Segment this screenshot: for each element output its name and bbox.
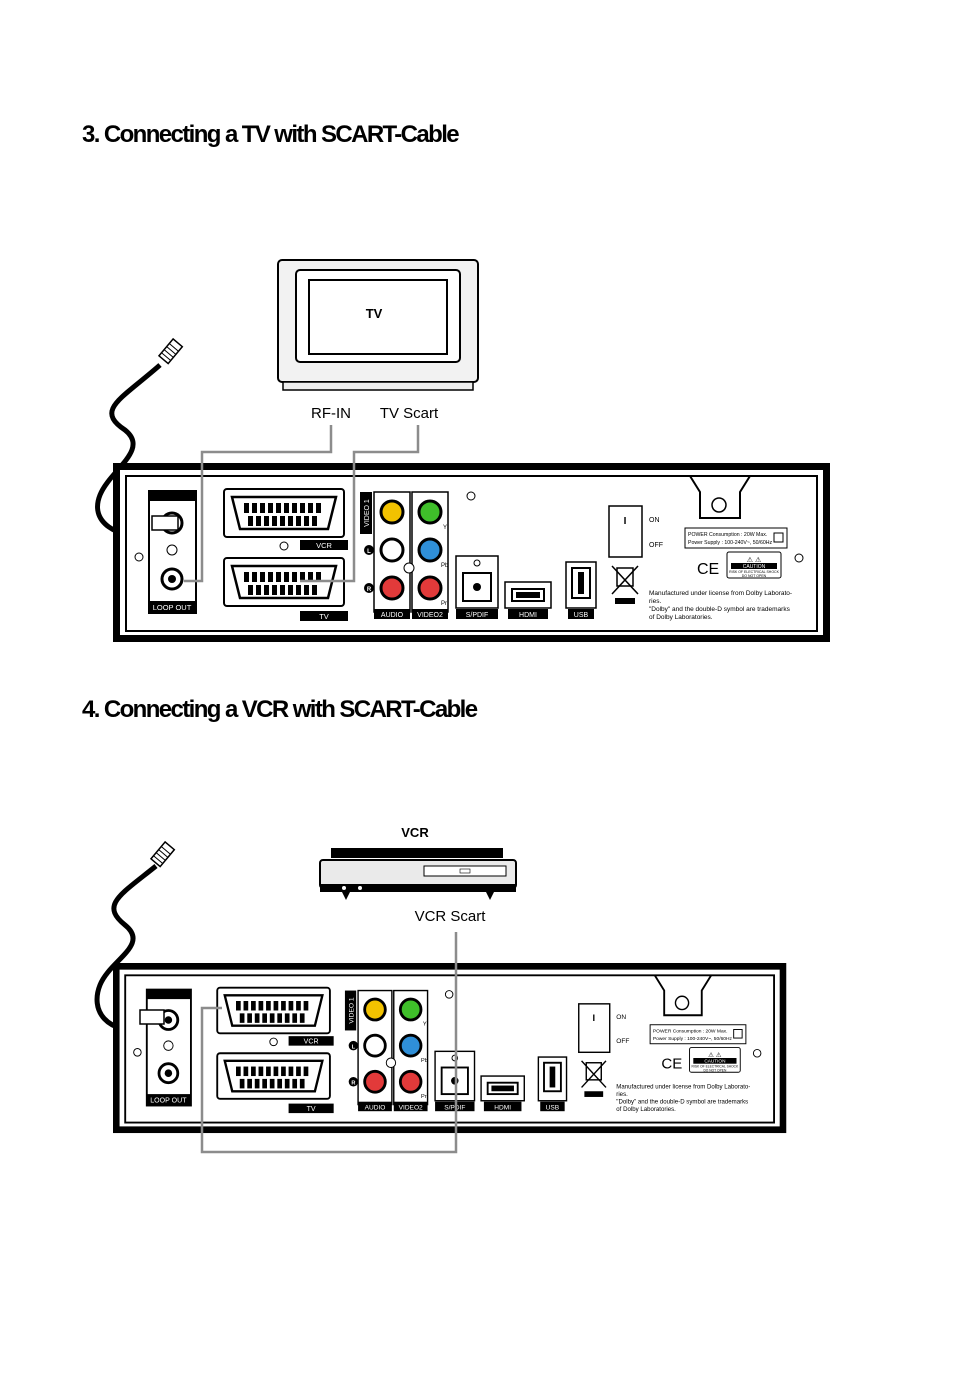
rf-in-label: RF-IN	[311, 405, 351, 422]
power-supply-text-2: Power Supply : 100-240V~, 50/60Hz	[653, 1036, 733, 1042]
dolby-text-3: "Dolby" and the double-D symbol are trad…	[649, 606, 791, 613]
dolby-text-3-2: "Dolby" and the double-D symbol are trad…	[616, 1099, 748, 1106]
dolby-text-1: Manufactured under license from Dolby La…	[649, 590, 792, 597]
antenna-connector	[151, 515, 179, 531]
power-supply-text: Power Supply : 100-240V~, 50/60Hz	[688, 540, 772, 546]
pr-label: Pr	[441, 601, 447, 607]
dolby-text-2-2: ries.	[616, 1091, 628, 1098]
hdmi-label-2: HDMI	[494, 1104, 511, 1111]
audio-r-label: R	[367, 587, 372, 593]
switch-i-label: I	[624, 516, 627, 527]
vcr-scart-cable	[200, 932, 458, 1154]
rf-in-cable	[184, 425, 333, 583]
loop-out-label: LOOP OUT	[153, 603, 192, 612]
off-label: OFF	[649, 542, 663, 549]
antenna-cable-2	[94, 864, 158, 1034]
vcr-scart-label: VCR Scart	[415, 908, 487, 925]
switch-i-label-2: I	[592, 1013, 595, 1024]
audio-label: AUDIO	[381, 612, 404, 619]
shock-text-1: RISK OF ELECTRICAL SHOCK	[729, 570, 780, 574]
antenna-plug	[157, 337, 184, 365]
pb-label: Pb	[441, 563, 449, 569]
video2-label-2: VIDEO2	[399, 1104, 423, 1111]
antenna-plug-2	[149, 840, 176, 868]
caution-label-2: CAUTION	[704, 1059, 726, 1065]
audio-l-label-2: L	[352, 1044, 356, 1050]
ce-mark-2: CE	[661, 1055, 682, 1072]
receiver-back-panel-2: LOOP OUT VCR TV VIDEO 1 L R Y Pb	[113, 963, 787, 1134]
y-label: Y	[443, 525, 447, 531]
vcr-label: VCR	[401, 825, 429, 840]
spdif-label: S/PDIF	[466, 612, 489, 619]
usb-label-2: USB	[546, 1104, 560, 1111]
tv-scart-cable	[300, 425, 420, 583]
tv-scart-label: TV Scart	[380, 405, 439, 422]
vcr-illustration	[319, 848, 517, 900]
warning-icon-2: ⚠ ⚠	[708, 1051, 722, 1059]
scart-tv-label-2: TV	[307, 1105, 316, 1113]
tv-illustration: TV	[277, 259, 479, 391]
usb-label: USB	[574, 612, 589, 619]
audio-r-label-2: R	[351, 1081, 355, 1087]
on-label: ON	[649, 517, 660, 524]
section-4-heading: 4. Connecting a VCR with SCART-Cable	[82, 696, 478, 723]
warning-icon: ⚠ ⚠	[747, 556, 762, 564]
tv-label: TV	[366, 306, 383, 321]
section-3-heading: 3. Connecting a TV with SCART-Cable	[82, 121, 460, 148]
off-label-2: OFF	[616, 1038, 629, 1045]
hdmi-label: HDMI	[519, 612, 537, 619]
tv-diagram: TV RF-IN TV Scart LOOP OUT	[95, 259, 830, 642]
dolby-text-2: ries.	[649, 598, 661, 605]
shock-text-2: DO NOT OPEN	[742, 574, 767, 578]
receiver-back-panel: LOOP OUT VCR TV VIDEO 1 L R	[113, 463, 830, 642]
shock-text-2-2: DO NOT OPEN	[703, 1068, 727, 1072]
caution-label: CAUTION	[743, 564, 766, 570]
dolby-text-4: of Dolby Laboratories.	[649, 614, 713, 621]
audio-l-label: L	[367, 549, 371, 555]
ce-mark: CE	[697, 561, 719, 578]
vcr-diagram: VCR VCR Scart	[94, 825, 787, 1154]
power-consumption-text-2: POWER Consumption : 20W Max.	[653, 1028, 728, 1034]
antenna-cable	[95, 363, 171, 543]
weee-bin-icon-2	[581, 1060, 607, 1097]
on-label-2: ON	[616, 1014, 626, 1021]
power-consumption-text: POWER Consumption : 20W Max.	[688, 532, 767, 538]
loop-out-label-2: LOOP OUT	[150, 1097, 187, 1105]
pr-label-2: Pr	[421, 1094, 427, 1100]
scart-vcr-label-2: VCR	[304, 1038, 319, 1046]
pb-label-2: Pb	[421, 1058, 428, 1064]
shock-text-1-2: RISK OF ELECTRICAL SHOCK	[692, 1064, 739, 1068]
scart-vcr-label: VCR	[316, 541, 332, 550]
video2-label: VIDEO2	[417, 612, 443, 619]
audio-label-2: AUDIO	[365, 1104, 386, 1111]
dolby-text-1-2: Manufactured under license from Dolby La…	[616, 1083, 750, 1090]
antenna-connector-2	[139, 1009, 165, 1025]
video1-label: VIDEO 1	[364, 499, 371, 527]
y-label-2: Y	[423, 1022, 427, 1028]
dolby-text-4-2: of Dolby Laboratories.	[616, 1106, 676, 1113]
video1-label-2: VIDEO 1	[348, 997, 355, 1024]
weee-bin-icon	[611, 565, 639, 604]
scart-tv-label: TV	[319, 612, 329, 621]
